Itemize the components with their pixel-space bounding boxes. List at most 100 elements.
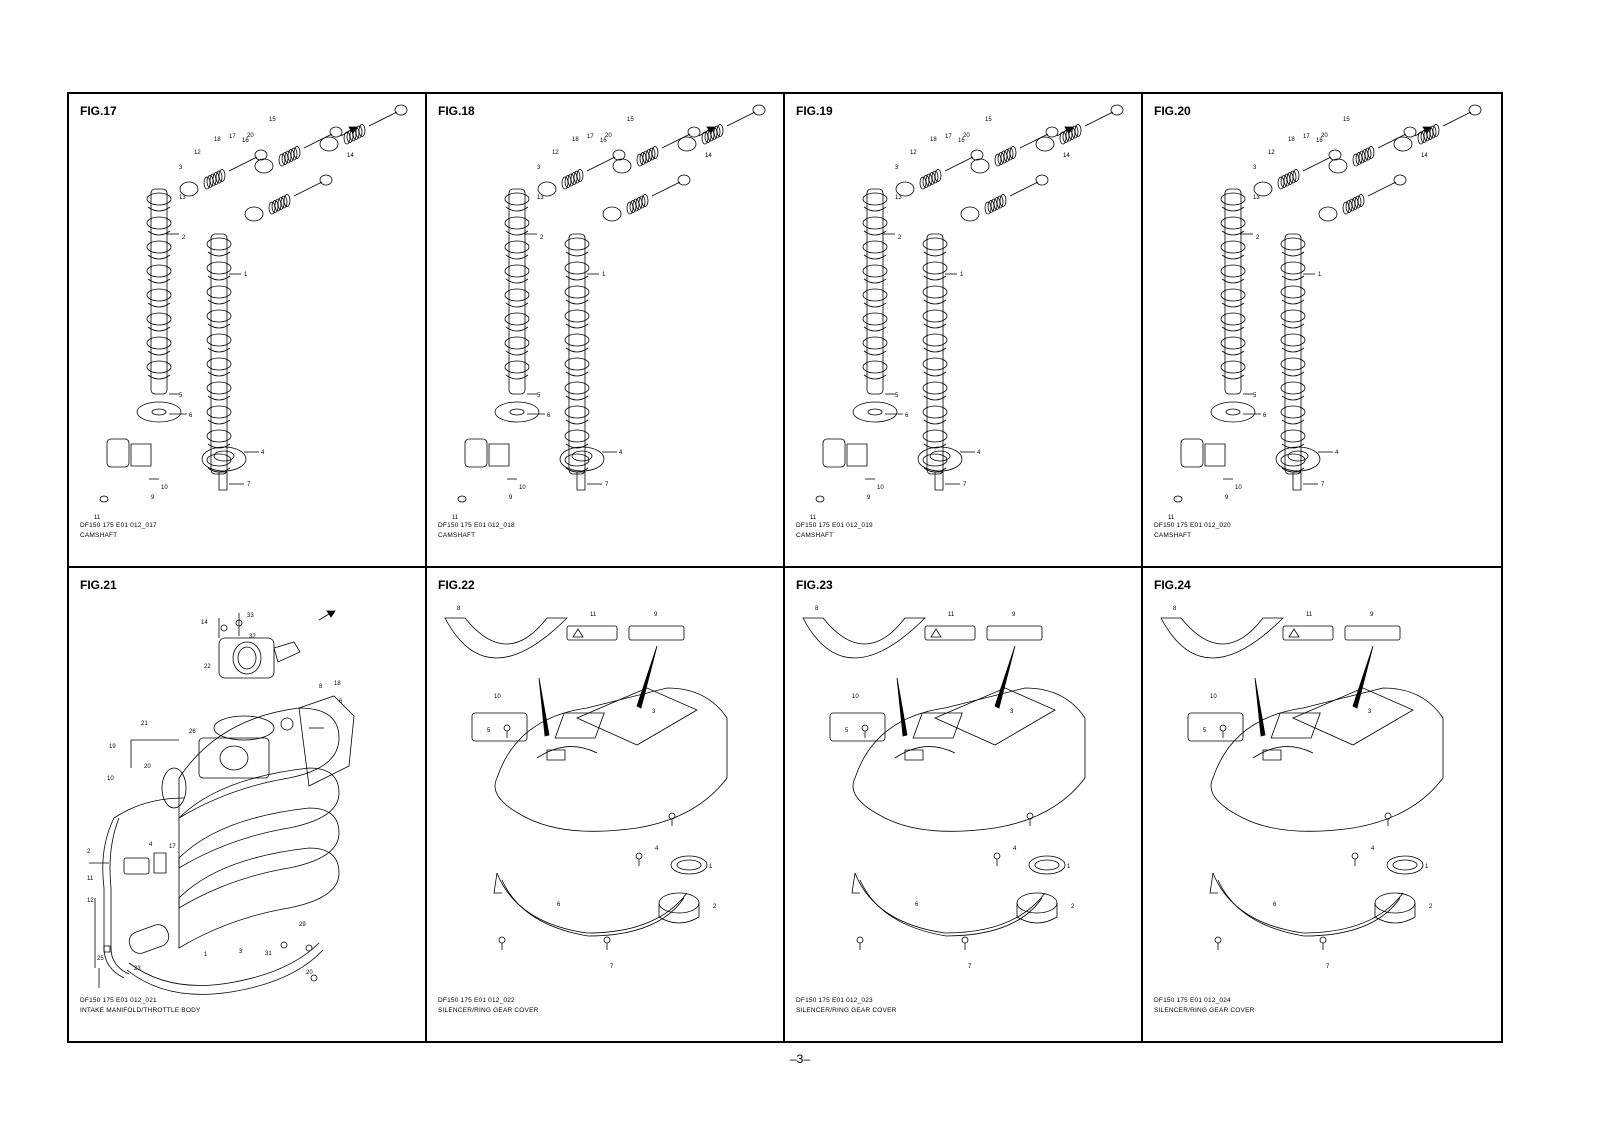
svg-text:3: 3 xyxy=(1253,165,1257,171)
svg-text:3: 3 xyxy=(895,165,899,171)
svg-text:18: 18 xyxy=(930,137,937,143)
svg-text:2: 2 xyxy=(1071,904,1075,910)
fig-title: FIG.17 xyxy=(80,104,117,118)
fig-title: FIG.20 xyxy=(1154,104,1191,118)
svg-text:20: 20 xyxy=(605,133,612,139)
oil-control-valve xyxy=(465,439,487,467)
svg-text:4: 4 xyxy=(655,846,659,852)
panel-fig-21: FIG.21 xyxy=(69,567,427,1041)
svg-text:8: 8 xyxy=(815,606,819,612)
svg-text:7: 7 xyxy=(968,964,972,970)
svg-text:17: 17 xyxy=(169,844,176,850)
svg-text:1: 1 xyxy=(1067,864,1071,870)
svg-text:4: 4 xyxy=(1335,450,1339,456)
svg-text:7: 7 xyxy=(1326,964,1330,970)
instruction-label xyxy=(472,713,527,741)
caution-label xyxy=(629,626,684,640)
oil-control-valve xyxy=(1181,439,1203,467)
panel-code: DF150 175 E01 012_020 xyxy=(1154,521,1231,529)
svg-text:19: 19 xyxy=(109,744,116,750)
fig-title: FIG.21 xyxy=(80,577,117,592)
caution-label xyxy=(987,626,1042,640)
panel-name: CAMSHAFT xyxy=(438,531,476,539)
svg-text:3: 3 xyxy=(652,709,656,715)
svg-text:8: 8 xyxy=(1173,606,1177,612)
sprocket xyxy=(1211,402,1255,422)
svg-text:1: 1 xyxy=(1318,272,1322,278)
resonator xyxy=(126,921,171,955)
svg-text:2: 2 xyxy=(540,235,544,241)
svg-text:14: 14 xyxy=(347,153,354,159)
svg-text:7: 7 xyxy=(247,482,251,488)
sprocket xyxy=(918,447,962,471)
panel-name: CAMSHAFT xyxy=(1154,531,1192,539)
seal xyxy=(1029,856,1065,874)
svg-text:2: 2 xyxy=(87,849,91,855)
fig-title: FIG.18 xyxy=(438,104,475,118)
svg-text:13: 13 xyxy=(537,195,544,201)
panel-name: SILENCER/RING GEAR COVER xyxy=(1154,1007,1255,1014)
svg-text:32: 32 xyxy=(249,634,256,640)
svg-text:6: 6 xyxy=(547,413,551,419)
svg-text:21: 21 xyxy=(141,721,148,727)
svg-text:20: 20 xyxy=(144,764,151,770)
svg-text:8: 8 xyxy=(457,606,461,612)
svg-text:17: 17 xyxy=(1303,134,1310,140)
sprocket xyxy=(1276,447,1320,471)
svg-text:5: 5 xyxy=(487,728,491,734)
camshaft xyxy=(509,189,525,394)
panel-name: SILENCER/RING GEAR COVER xyxy=(796,1007,897,1014)
panel-code: DF150 175 E01 012_017 xyxy=(80,521,157,529)
svg-text:6: 6 xyxy=(1263,413,1267,419)
svg-text:1: 1 xyxy=(204,952,208,958)
camshaft xyxy=(1285,234,1301,474)
svg-text:13: 13 xyxy=(179,195,186,201)
svg-text:9: 9 xyxy=(509,495,513,501)
svg-text:12: 12 xyxy=(552,150,559,156)
svg-text:14: 14 xyxy=(705,153,712,159)
svg-text:9: 9 xyxy=(654,612,658,618)
grommet xyxy=(659,893,699,913)
warning-label xyxy=(925,626,975,640)
svg-text:11: 11 xyxy=(590,612,597,618)
sprocket xyxy=(853,402,897,422)
svg-text:31: 31 xyxy=(265,951,272,957)
svg-text:14: 14 xyxy=(1421,153,1428,159)
svg-text:22: 22 xyxy=(204,664,211,670)
svg-text:1: 1 xyxy=(960,272,964,278)
svg-text:10: 10 xyxy=(1235,485,1242,491)
svg-text:10: 10 xyxy=(519,485,526,491)
label-sheet xyxy=(803,618,925,658)
svg-text:15: 15 xyxy=(627,117,634,123)
svg-text:7: 7 xyxy=(1321,482,1325,488)
sprocket xyxy=(495,402,539,422)
svg-text:15: 15 xyxy=(985,117,992,123)
oil-control-valve xyxy=(823,439,845,467)
silencer-case xyxy=(853,688,1085,831)
svg-text:6: 6 xyxy=(905,413,909,419)
svg-text:10: 10 xyxy=(852,694,859,700)
warning-label xyxy=(1283,626,1333,640)
sprocket xyxy=(137,402,181,422)
svg-text:3: 3 xyxy=(1368,709,1372,715)
svg-text:14: 14 xyxy=(1063,153,1070,159)
svg-text:9: 9 xyxy=(1370,612,1374,618)
camshaft xyxy=(867,189,883,394)
panel-code: DF150 175 E01 012_021 xyxy=(80,997,157,1004)
caution-label xyxy=(1345,626,1400,640)
svg-text:4: 4 xyxy=(1371,846,1375,852)
svg-text:5: 5 xyxy=(1253,393,1257,399)
svg-text:4: 4 xyxy=(261,450,265,456)
fig-title: FIG.24 xyxy=(1154,577,1191,592)
svg-text:2: 2 xyxy=(1256,235,1260,241)
svg-text:23: 23 xyxy=(134,966,141,972)
